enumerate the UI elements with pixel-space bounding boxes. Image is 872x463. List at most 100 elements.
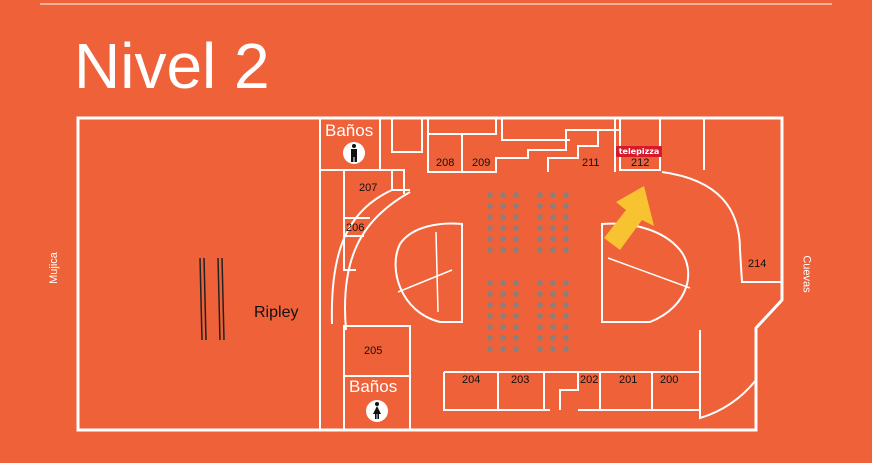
- atrium-dot: [550, 324, 556, 330]
- store-label: 211: [582, 157, 600, 169]
- atrium-dot: [500, 203, 506, 209]
- atrium-dot: [513, 346, 519, 352]
- atrium-dot: [500, 313, 506, 319]
- atrium-dot: [563, 335, 569, 341]
- atrium-dot: [500, 346, 506, 352]
- atrium-dot: [500, 214, 506, 220]
- atrium-dot: [563, 324, 569, 330]
- atrium-dot: [500, 335, 506, 341]
- store-label: 201: [619, 374, 638, 386]
- atrium-dot: [487, 214, 493, 220]
- atrium-dot: [513, 324, 519, 330]
- atrium-dot: [513, 302, 519, 308]
- atrium-dot: [563, 214, 569, 220]
- atrium-dot: [500, 225, 506, 231]
- atrium-dot: [537, 225, 543, 231]
- atrium-dot: [563, 313, 569, 319]
- atrium-dot: [550, 302, 556, 308]
- atrium-dot: [513, 236, 519, 242]
- store-label: 209: [472, 157, 491, 169]
- atrium-dot: [500, 236, 506, 242]
- atrium-dot: [513, 291, 519, 297]
- atrium-dot: [537, 335, 543, 341]
- atrium-dot: [537, 214, 543, 220]
- atrium-dot: [537, 313, 543, 319]
- atrium-dot: [487, 280, 493, 286]
- atrium-dot: [500, 324, 506, 330]
- anchor-store-label: Ripley: [254, 304, 299, 321]
- atrium-dot: [487, 335, 493, 341]
- atrium-dot: [513, 192, 519, 198]
- atrium-dots: [487, 192, 569, 352]
- restroom-bottom: [343, 375, 411, 431]
- street-label-right: Cuevas: [800, 255, 813, 293]
- location-arrow-icon: [604, 186, 654, 250]
- store-label: 212: [631, 157, 650, 169]
- atrium-dot: [487, 313, 493, 319]
- outer-boundary: [76, 116, 784, 432]
- atrium-dot: [513, 225, 519, 231]
- atrium-dot: [487, 225, 493, 231]
- atrium-dot: [550, 225, 556, 231]
- atrium-dot: [487, 291, 493, 297]
- atrium-dot: [487, 236, 493, 242]
- atrium-dot: [513, 335, 519, 341]
- telepizza-badge: telepizza: [616, 146, 662, 157]
- atrium-dot: [550, 346, 556, 352]
- atrium-dot: [537, 192, 543, 198]
- atrium-dot: [513, 214, 519, 220]
- atrium-dot: [513, 203, 519, 209]
- store-label: 207: [359, 182, 378, 194]
- atrium-dot: [537, 236, 543, 242]
- atrium-dot: [550, 203, 556, 209]
- atrium-dot: [550, 192, 556, 198]
- atrium-dot: [500, 291, 506, 297]
- atrium-dot: [500, 302, 506, 308]
- atrium-dot: [537, 302, 543, 308]
- atrium-dot: [563, 247, 569, 253]
- atrium-dot: [487, 203, 493, 209]
- atrium-dot: [550, 280, 556, 286]
- atrium-dot: [500, 247, 506, 253]
- atrium-dot: [513, 247, 519, 253]
- atrium-dot: [563, 225, 569, 231]
- atrium-dot: [563, 302, 569, 308]
- atrium-dot: [563, 236, 569, 242]
- atrium-dot: [500, 192, 506, 198]
- atrium-dot: [563, 192, 569, 198]
- store-label: 206: [346, 222, 365, 234]
- atrium-dot: [513, 313, 519, 319]
- atrium-dot: [550, 291, 556, 297]
- atrium-dot: [550, 214, 556, 220]
- atrium-dot: [487, 302, 493, 308]
- atrium-dot: [550, 247, 556, 253]
- street-label-left: Mujica: [47, 252, 60, 284]
- store-label: 203: [511, 374, 530, 386]
- atrium-dot: [537, 346, 543, 352]
- atrium-dot: [513, 280, 519, 286]
- man-restroom-icon: [343, 142, 365, 164]
- atrium-dot: [537, 203, 543, 209]
- atrium-dot: [487, 324, 493, 330]
- floor-title: Nivel 2: [74, 30, 270, 102]
- atrium-dot: [563, 280, 569, 286]
- atrium-dot: [487, 346, 493, 352]
- store-label: 204: [462, 374, 481, 386]
- restroom-label-top: Baños: [325, 121, 374, 140]
- atrium-dot: [537, 280, 543, 286]
- atrium-dot: [537, 247, 543, 253]
- atrium-dot: [500, 280, 506, 286]
- atrium-dot: [487, 247, 493, 253]
- atrium-dot: [537, 324, 543, 330]
- atrium-dot: [487, 192, 493, 198]
- atrium-dot: [563, 346, 569, 352]
- store-label: 208: [436, 157, 455, 169]
- atrium-dot: [537, 291, 543, 297]
- atrium-dot: [550, 335, 556, 341]
- store-label: 202: [580, 374, 599, 386]
- atrium-dot: [563, 291, 569, 297]
- restroom-label-bottom: Baños: [349, 377, 398, 396]
- atrium-dot: [563, 203, 569, 209]
- woman-restroom-icon: [366, 400, 388, 422]
